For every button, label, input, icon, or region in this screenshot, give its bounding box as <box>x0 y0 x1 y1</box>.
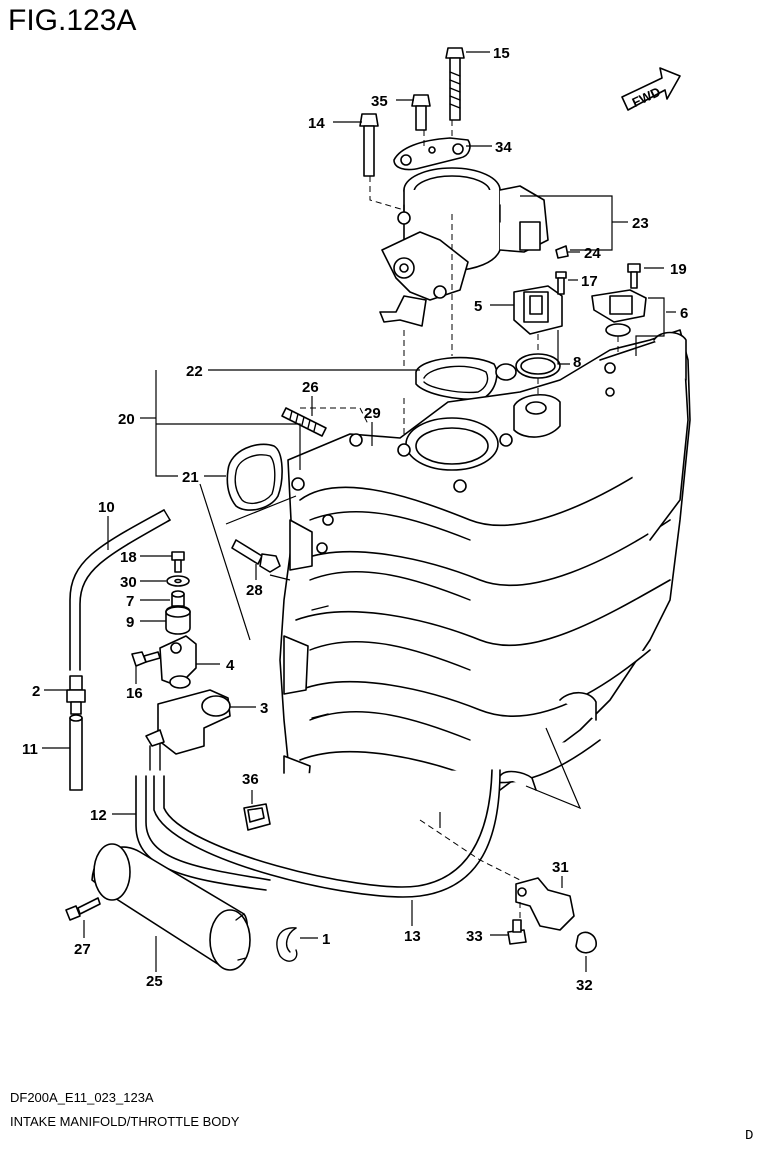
screw-17 <box>555 271 567 295</box>
callout-34: 34 <box>495 139 512 156</box>
callout-14: 14 <box>308 115 325 132</box>
bracket-4 <box>159 635 197 689</box>
callout-17: 17 <box>581 273 598 290</box>
callout-31: 31 <box>552 859 569 876</box>
hose-11 <box>69 714 83 791</box>
stud-26 <box>281 407 327 437</box>
clip-1 <box>276 927 298 962</box>
callout-9: 9 <box>126 614 134 631</box>
solenoid-valve-3 <box>145 689 231 771</box>
gasket-21 <box>226 443 283 511</box>
callout-21: 21 <box>182 469 199 486</box>
callout-28: 28 <box>246 582 263 599</box>
callout-18: 18 <box>120 549 137 566</box>
figure-code: DF200A_E11_023_123A <box>10 1090 154 1105</box>
bracket-31 <box>515 877 575 931</box>
callout-19: 19 <box>670 261 687 278</box>
callout-22: 22 <box>186 363 203 380</box>
collar-7 <box>171 590 185 607</box>
gasket-22 <box>415 356 517 400</box>
callout-30: 30 <box>120 574 137 591</box>
callout-1: 1 <box>322 931 330 948</box>
bolt-27 <box>65 897 101 921</box>
callout-29: 29 <box>364 405 381 422</box>
callout-27: 27 <box>74 941 91 958</box>
callout-32: 32 <box>576 977 593 994</box>
callout-7: 7 <box>126 593 134 610</box>
figure-title: FIG.123A <box>8 4 137 37</box>
callout-25: 25 <box>146 973 163 990</box>
callout-numbers: 15 35 14 34 23 24 17 19 5 6 8 22 26 20 2… <box>22 45 688 994</box>
screw-19 <box>627 263 641 289</box>
callout-11: 11 <box>22 741 38 758</box>
clamp-32 <box>575 931 597 954</box>
fwd-label: FWD <box>630 84 663 110</box>
screw-24 <box>555 245 569 259</box>
o-ring-8 <box>515 353 561 379</box>
callout-13: 13 <box>404 928 421 945</box>
callout-33: 33 <box>466 928 483 945</box>
bolt-14 <box>359 113 379 177</box>
leader-lines <box>42 51 676 972</box>
callout-2: 2 <box>32 683 40 700</box>
joint-2 <box>66 675 86 715</box>
callout-10: 10 <box>98 499 115 516</box>
callout-15: 15 <box>493 45 510 62</box>
callout-26: 26 <box>302 379 319 396</box>
callout-3: 3 <box>260 700 268 717</box>
hose-10 <box>69 509 171 671</box>
callout-5: 5 <box>474 298 482 315</box>
sensor-6 <box>591 289 647 337</box>
washer-30 <box>166 575 190 587</box>
bolt-16 <box>131 651 161 667</box>
bolt-35 <box>411 94 431 131</box>
callout-20: 20 <box>118 411 135 428</box>
clip-36 <box>243 803 271 831</box>
callout-16: 16 <box>126 685 143 702</box>
iac-valve-5 <box>513 285 563 335</box>
plate-34 <box>393 137 471 171</box>
callout-36: 36 <box>242 771 259 788</box>
callout-8: 8 <box>573 354 581 371</box>
callout-23: 23 <box>632 215 649 232</box>
fwd-arrow: FWD <box>621 67 681 111</box>
callout-35: 35 <box>371 93 388 110</box>
fuel-filter-25 <box>91 843 251 971</box>
screw-18 <box>171 551 185 573</box>
bolt-15 <box>445 47 465 121</box>
callout-4: 4 <box>226 657 235 674</box>
callout-12: 12 <box>90 807 107 824</box>
figure-name: INTAKE MANIFOLD/THROTTLE BODY <box>10 1114 240 1129</box>
bolt-33 <box>507 919 527 945</box>
callout-6: 6 <box>680 305 688 322</box>
throttle-body <box>379 167 549 327</box>
hose-13 <box>153 769 501 898</box>
bolt-28 <box>231 539 281 573</box>
grommet-9 <box>165 605 191 635</box>
callout-24: 24 <box>584 245 601 262</box>
corner-mark: D <box>745 1128 754 1144</box>
